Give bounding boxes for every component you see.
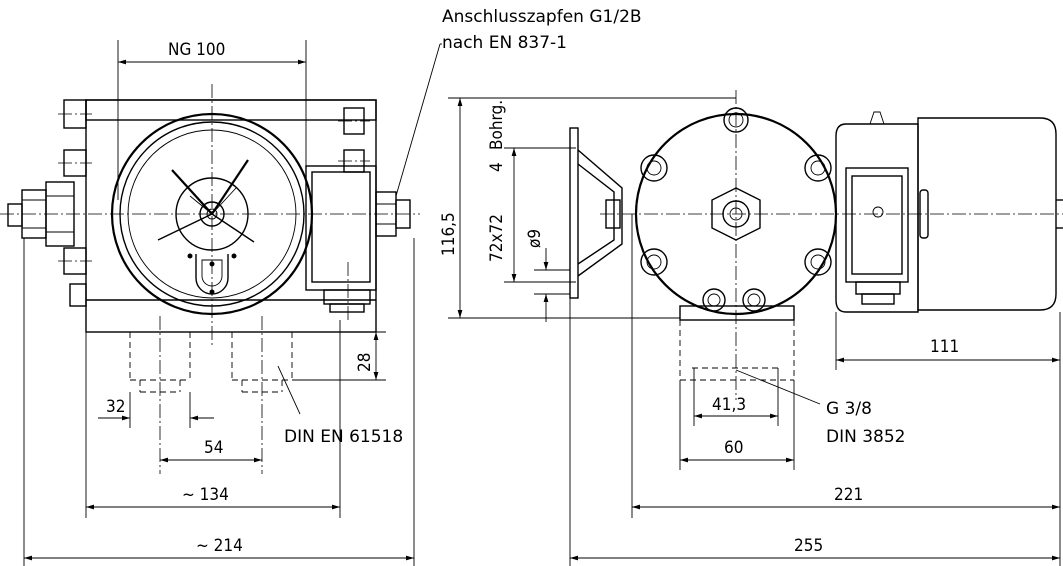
dim-60: 60	[724, 438, 743, 458]
thread-label-line2: DIN 3852	[826, 427, 906, 447]
thread-label-line1: G 3/8	[826, 399, 872, 419]
bolt-pattern-size: 72x72	[487, 214, 507, 262]
dim-116-5: 116,5	[439, 212, 459, 256]
dim-54: 54	[204, 438, 223, 458]
switch-cylinder	[835, 111, 1063, 313]
connection-label-line1: Anschlusszapfen G1/2B	[442, 7, 642, 27]
mounting-bracket	[569, 127, 623, 299]
dim-214: ~ 214	[196, 536, 243, 556]
dim-111: 111	[930, 337, 959, 357]
front-view	[0, 84, 420, 474]
hidden-bottom-ports	[129, 316, 293, 474]
side-dimensions	[448, 97, 1061, 566]
dim-221: 221	[834, 485, 863, 505]
switch-housing	[305, 165, 377, 291]
connection-label-line2: nach EN 837-1	[442, 33, 567, 53]
nominal-size-label: NG 100	[168, 40, 225, 60]
side-view	[569, 90, 1063, 400]
annotations: Anschlusszapfen G1/2B nach EN 837-1 NG 1…	[106, 7, 959, 556]
bolt-holes-label: Bohrg.	[487, 100, 507, 150]
front-body-outline	[85, 99, 377, 333]
din-en-61518-label: DIN EN 61518	[284, 427, 403, 447]
dim-32: 32	[106, 397, 125, 417]
dim-28: 28	[355, 353, 375, 372]
dim-134: ~ 134	[182, 485, 229, 505]
hole-diameter: ø9	[525, 229, 545, 248]
bolt-count: 4	[487, 162, 507, 172]
front-dimensions	[23, 40, 442, 566]
dim-255: 255	[794, 536, 823, 556]
dim-41-3: 41,3	[712, 395, 746, 415]
